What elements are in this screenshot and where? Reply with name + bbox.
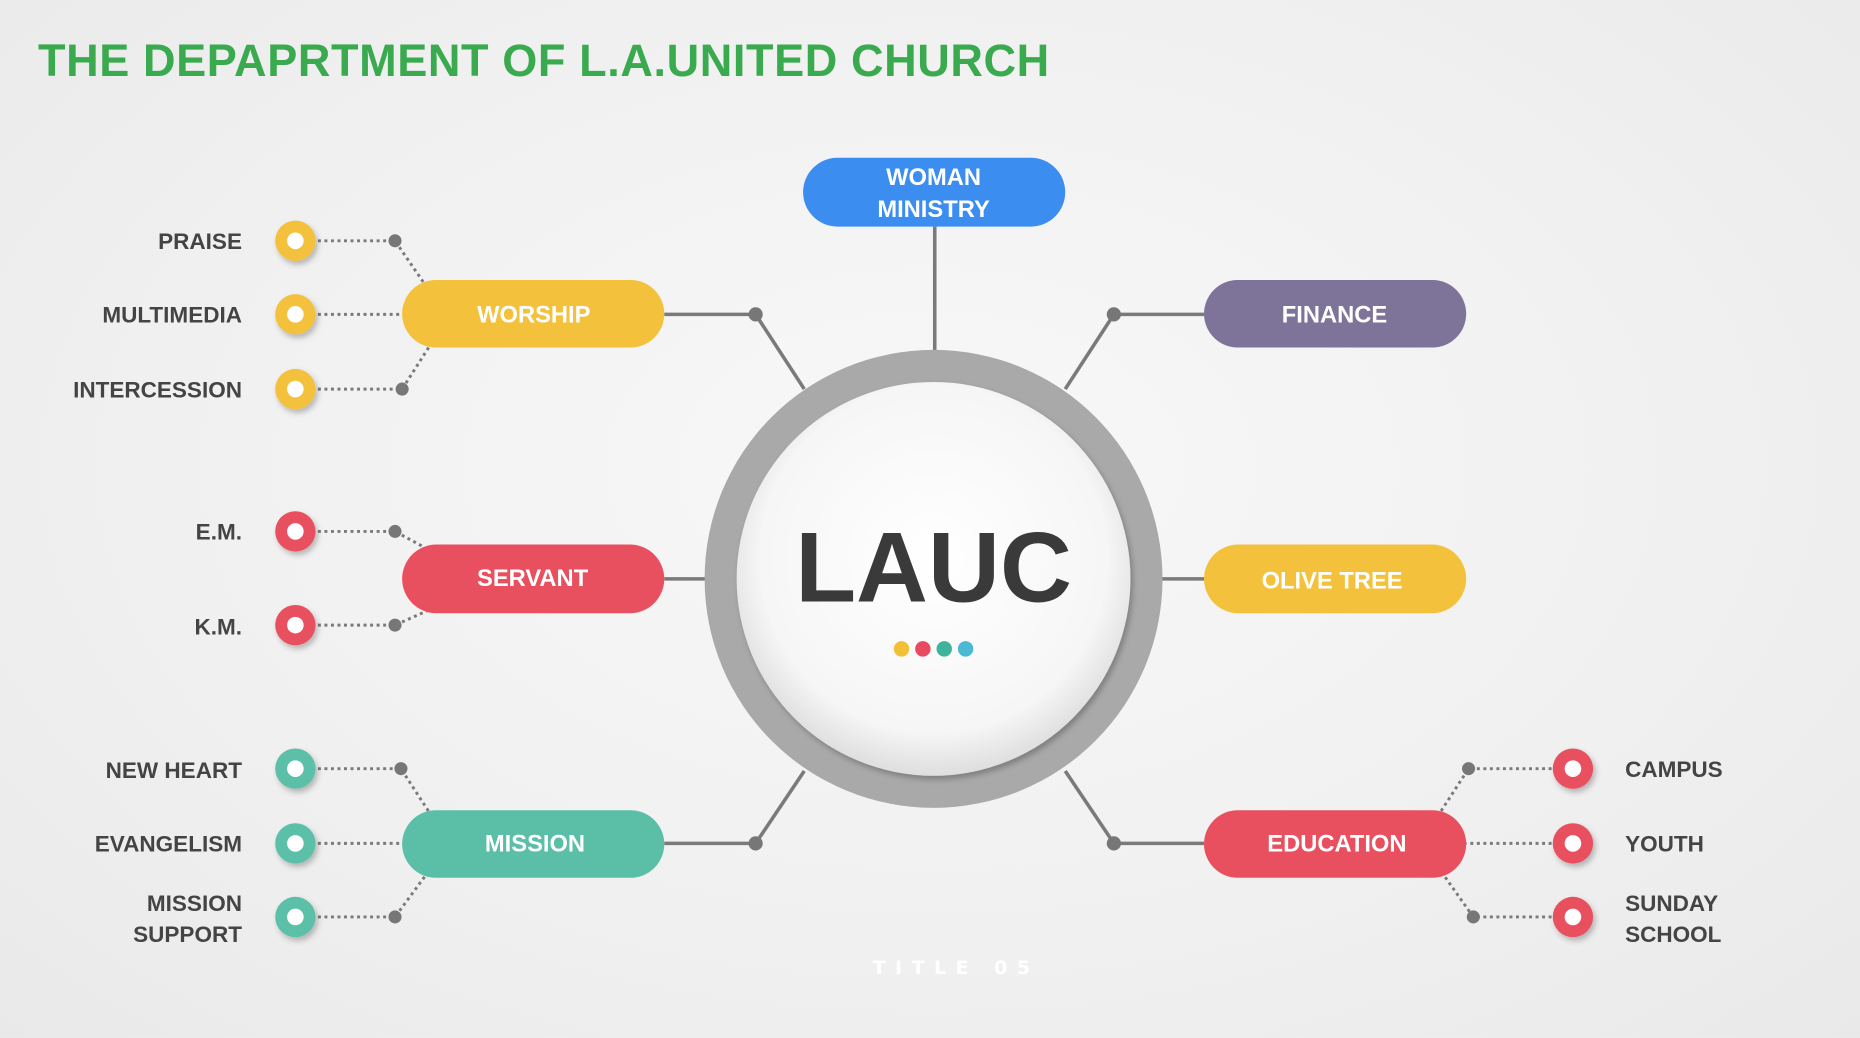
dept-mission[interactable]: MISSION — [402, 810, 665, 878]
dept-woman-ministry[interactable]: WOMAN MINISTRY — [803, 157, 1066, 227]
svg-text:FINANCE: FINANCE — [1282, 303, 1387, 329]
sub-sunday-school-1[interactable]: SUNDAY — [1625, 891, 1718, 916]
sub-mission-support-1[interactable]: MISSION — [147, 891, 242, 916]
svg-text:MINISTRY: MINISTRY — [877, 197, 990, 223]
sub-mission-support-2[interactable]: SUPPORT — [133, 922, 242, 947]
center-dot-green — [936, 641, 952, 657]
center-label: LAUC — [795, 512, 1072, 623]
svg-text:SERVANT: SERVANT — [477, 566, 589, 592]
sub-multimedia[interactable]: MULTIMEDIA — [102, 303, 242, 328]
svg-text:MISSION: MISSION — [485, 832, 585, 858]
sub-km[interactable]: K.M. — [194, 615, 242, 640]
center-hub: LAUC — [704, 349, 1163, 808]
sub-youth[interactable]: YOUTH — [1625, 832, 1704, 857]
footer-label: TITLE 05 — [873, 957, 1040, 979]
svg-text:OLIVE TREE: OLIVE TREE — [1262, 568, 1403, 594]
dept-education[interactable]: EDUCATION — [1204, 810, 1467, 878]
dept-servant[interactable]: SERVANT — [402, 544, 665, 614]
dept-olive-tree[interactable]: OLIVE TREE — [1204, 544, 1467, 614]
sub-intercession[interactable]: INTERCESSION — [73, 377, 242, 402]
sub-em[interactable]: E.M. — [196, 520, 242, 545]
center-dot-yellow — [893, 641, 910, 657]
sub-campus[interactable]: CAMPUS — [1625, 757, 1723, 782]
sub-sunday-school-2[interactable]: SCHOOL — [1625, 922, 1722, 947]
dept-worship[interactable]: WORSHIP — [402, 279, 665, 348]
svg-text:EDUCATION: EDUCATION — [1267, 832, 1406, 858]
sub-new-heart[interactable]: NEW HEART — [106, 758, 243, 783]
dept-finance[interactable]: FINANCE — [1204, 279, 1467, 348]
svg-text:WOMAN: WOMAN — [886, 165, 981, 191]
connectors — [317, 226, 1552, 924]
center-dot-cyan — [957, 641, 974, 657]
svg-text:WORSHIP: WORSHIP — [477, 303, 591, 329]
page-title: THE DEPAPRTMENT OF L.A.UNITED CHURCH — [38, 35, 1050, 86]
sub-evangelism[interactable]: EVANGELISM — [95, 832, 242, 857]
center-dot-red — [915, 641, 931, 657]
sub-praise[interactable]: PRAISE — [158, 229, 242, 254]
sub-node-centers — [287, 232, 1582, 926]
